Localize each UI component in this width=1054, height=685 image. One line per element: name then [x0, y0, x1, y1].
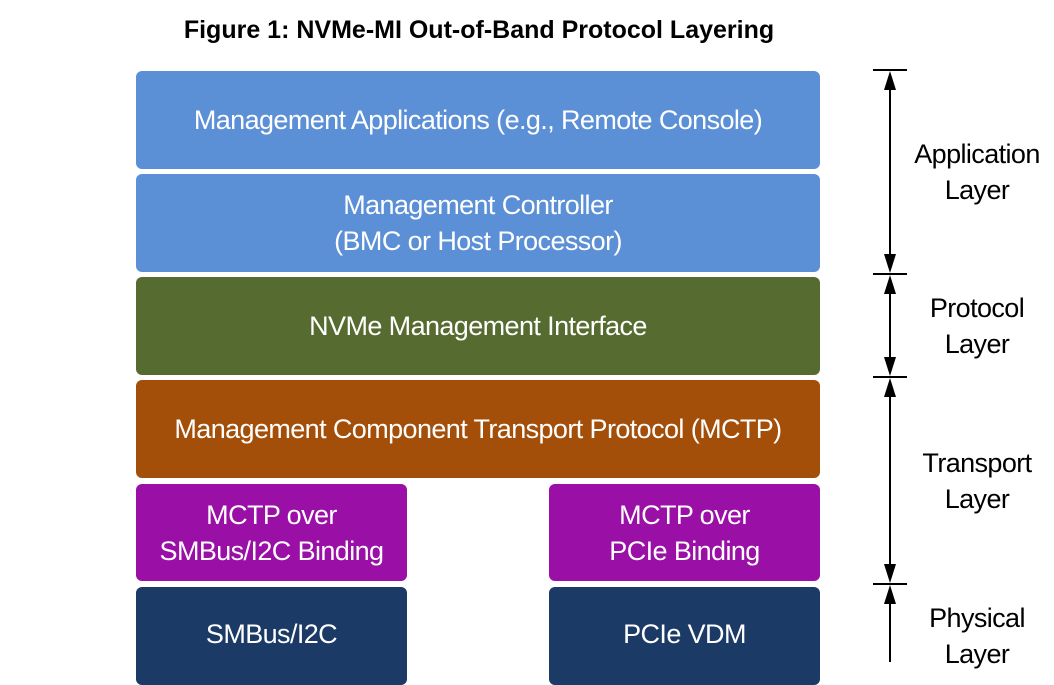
application-layer-line2: Layer — [944, 175, 1010, 205]
layer-arrows — [873, 69, 907, 662]
management-applications-label: Management Applications (e.g., Remote Co… — [193, 105, 763, 135]
physical-layer-line1: Physical — [929, 603, 1025, 633]
protocol-layer-label: Protocol Layer — [902, 290, 1052, 362]
transport-arrow-head-down — [884, 564, 896, 583]
mctp-pcie-binding-line2: PCIe Binding — [609, 535, 760, 566]
management-controller-line2: (BMC or Host Processor) — [334, 226, 622, 256]
transport-arrow-head-up — [884, 378, 896, 397]
mctp-label: Management Component Transport Protocol … — [174, 414, 782, 444]
application-arrow-head-up — [884, 71, 896, 90]
management-applications-box: Management Applications (e.g., Remote Co… — [136, 71, 820, 169]
protocol-layer-line1: Protocol — [929, 293, 1025, 323]
mctp-smbus-binding-box: MCTP over SMBus/I2C Binding — [136, 484, 407, 581]
transport-layer-label: Transport Layer — [902, 445, 1052, 517]
mctp-smbus-binding-line2: SMBus/I2C Binding — [159, 535, 385, 566]
mctp-pcie-binding-box: MCTP over PCIe Binding — [549, 484, 820, 581]
mctp-smbus-binding-line1: MCTP over — [206, 499, 337, 530]
figure-title: Figure 1: NVMe-MI Out-of-Band Protocol L… — [183, 16, 775, 44]
application-layer-line1: Application — [914, 139, 1040, 169]
mctp-box: Management Component Transport Protocol … — [136, 380, 820, 478]
transport-layer-line1: Transport — [922, 448, 1032, 478]
physical-layer-label: Physical Layer — [902, 600, 1052, 672]
nvme-management-interface-label: NVMe Management Interface — [309, 311, 647, 341]
protocol-arrow-head-down — [884, 357, 896, 376]
management-controller-box: Management Controller (BMC or Host Proce… — [136, 174, 820, 272]
physical-layer-line2: Layer — [944, 639, 1010, 669]
nvme-management-interface-box: NVMe Management Interface — [136, 277, 820, 375]
application-layer-label: Application Layer — [902, 136, 1052, 208]
protocol-layer-line2: Layer — [944, 329, 1010, 359]
application-arrow-head-down — [884, 254, 896, 273]
pcie-vdm-label: PCIe VDM — [623, 619, 746, 649]
mctp-pcie-binding-line1: MCTP over — [619, 499, 750, 530]
management-controller-line1: Management Controller — [343, 190, 613, 220]
protocol-arrow-head-up — [884, 275, 896, 294]
smbus-i2c-label: SMBus/I2C — [205, 619, 338, 649]
physical-arrow-head-up — [884, 585, 896, 604]
transport-layer-line2: Layer — [944, 484, 1010, 514]
